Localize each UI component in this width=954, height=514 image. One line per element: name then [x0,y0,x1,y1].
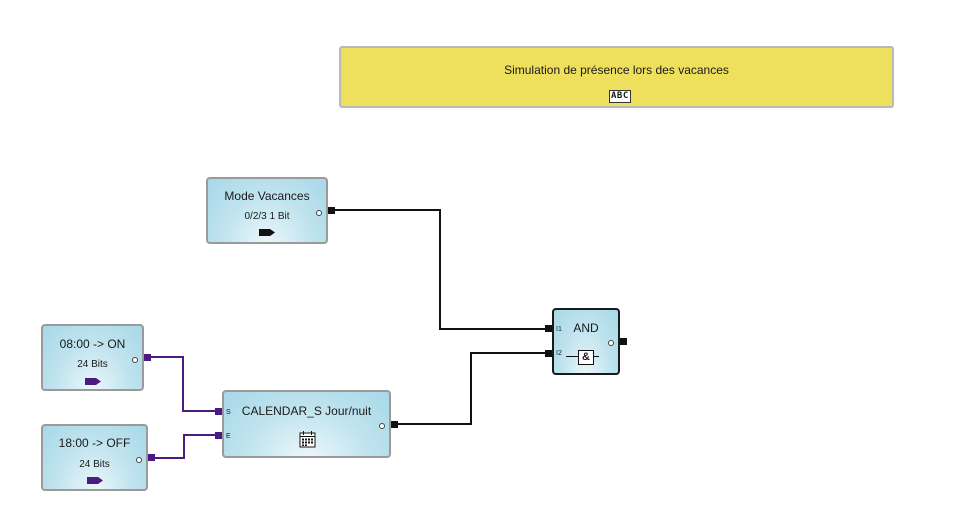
output-pin-off[interactable] [148,454,155,461]
block-title: 18:00 -> OFF [58,436,131,450]
output-tag-icon [85,378,101,385]
wire-off-to-calendar[interactable] [153,434,216,459]
block-time-off[interactable]: 18:00 -> OFF 24 Bits [41,424,148,491]
wire-calendar-to-and[interactable] [396,352,546,425]
input-pin-s[interactable] [215,408,222,415]
block-title: 08:00 -> ON [59,337,126,351]
and-icon-input-line [566,356,578,357]
input-pin-i2[interactable] [545,350,552,357]
block-title: CALENDAR_S Jour/nuit [241,404,372,418]
output-indicator [608,340,614,346]
block-time-on[interactable]: 08:00 -> ON 24 Bits [41,324,144,391]
wire-on-to-calendar[interactable] [149,356,216,412]
output-pin-mode[interactable] [328,207,335,214]
output-indicator [132,357,138,363]
block-title: AND [573,321,599,335]
input-label-i2: I2 [556,350,562,357]
input-pin-e[interactable] [215,432,222,439]
output-tag-icon [87,477,103,484]
output-indicator [316,210,322,216]
block-subtitle: 24 Bits [77,359,108,370]
and-icon-output-line [594,356,599,357]
comment-box[interactable]: Simulation de présence lors des vacances… [339,46,894,108]
block-mode-vacances[interactable]: Mode Vacances 0/2/3 1 Bit [206,177,328,244]
input-label-i1: I1 [556,326,562,333]
block-subtitle: 24 Bits [79,459,110,470]
output-pin-and[interactable] [620,338,627,345]
block-and-gate[interactable]: AND I1 I2 & [552,308,620,375]
block-subtitle: 0/2/3 1 Bit [244,211,290,222]
text-comment-icon: ABC [609,90,631,103]
block-title: Mode Vacances [224,189,310,203]
output-tag-icon [259,229,275,236]
comment-text: Simulation de présence lors des vacances [504,63,729,77]
and-logic-icon: & [578,350,594,365]
output-indicator [136,457,142,463]
output-indicator [379,423,385,429]
input-label-s: S [226,409,231,416]
calendar-icon [299,431,316,448]
input-pin-i1[interactable] [545,325,552,332]
input-label-e: E [226,433,231,440]
and-symbol: & [582,351,590,363]
output-pin-on[interactable] [144,354,151,361]
wire-mode-to-and[interactable] [333,209,546,330]
block-calendar[interactable]: CALENDAR_S Jour/nuit S E [222,390,391,458]
output-pin-calendar[interactable] [391,421,398,428]
